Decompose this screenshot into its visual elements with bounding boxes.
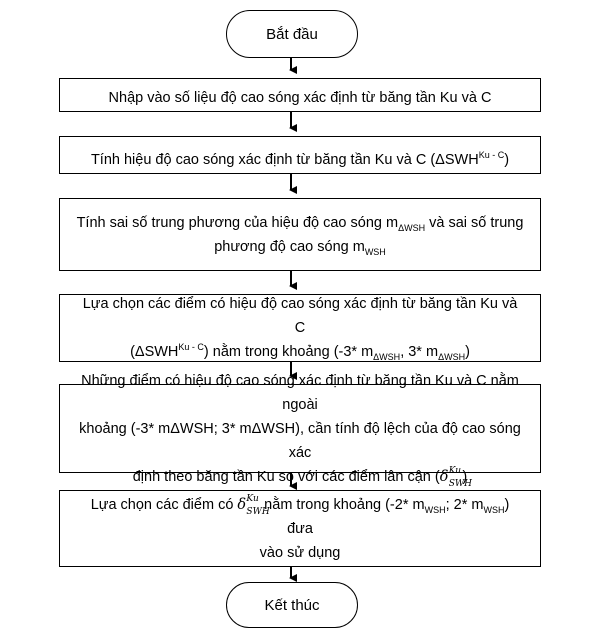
step4-line1: Lựa chọn các điểm có hiệu độ cao sóng xá… (82, 296, 518, 336)
step6-line2: vào sử dụng (259, 544, 341, 561)
step2-sup: Ku - C (478, 150, 505, 161)
step-compute-difference: Tính hiệu độ cao sóng xác định từ băng t… (59, 136, 541, 174)
step3-line2: phương độ cao sóng mWSH (214, 238, 386, 257)
step-input-data: Nhập vào số liệu độ cao sóng xác định từ… (59, 78, 541, 112)
step-compute-rms: Tính sai số trung phương của hiệu độ cao… (59, 198, 541, 271)
step-input-data-text: Nhập vào số liệu độ cao sóng xác định từ… (108, 90, 492, 106)
end-label: Kết thúc (264, 596, 320, 614)
step5-line3: định theo băng tần Ku so với các điểm lâ… (132, 465, 472, 489)
step2-close: ) (504, 152, 510, 168)
start-label: Bắt đầu (266, 25, 318, 43)
start-terminal: Bắt đầu (226, 10, 358, 58)
step-select-points: Lựa chọn các điểm có hiệu độ cao sóng xá… (59, 294, 541, 362)
step5-line2: khoảng (-3* mΔWSH; 3* mΔWSH), cần tính đ… (79, 420, 521, 461)
step2-text: Tính hiệu độ cao sóng xác định từ băng t… (90, 152, 479, 168)
step3-line1: Tính sai số trung phương của hiệu độ cao… (76, 214, 524, 233)
end-terminal: Kết thúc (226, 582, 358, 628)
step4-line2: (ΔSWHKu - C) nằm trong khoảng (-3* mΔWSH… (130, 342, 470, 362)
step5-line1: Những điểm có hiệu độ cao sóng xác định … (81, 372, 519, 413)
step-compute-deviation: Những điểm có hiệu độ cao sóng xác định … (59, 373, 541, 489)
